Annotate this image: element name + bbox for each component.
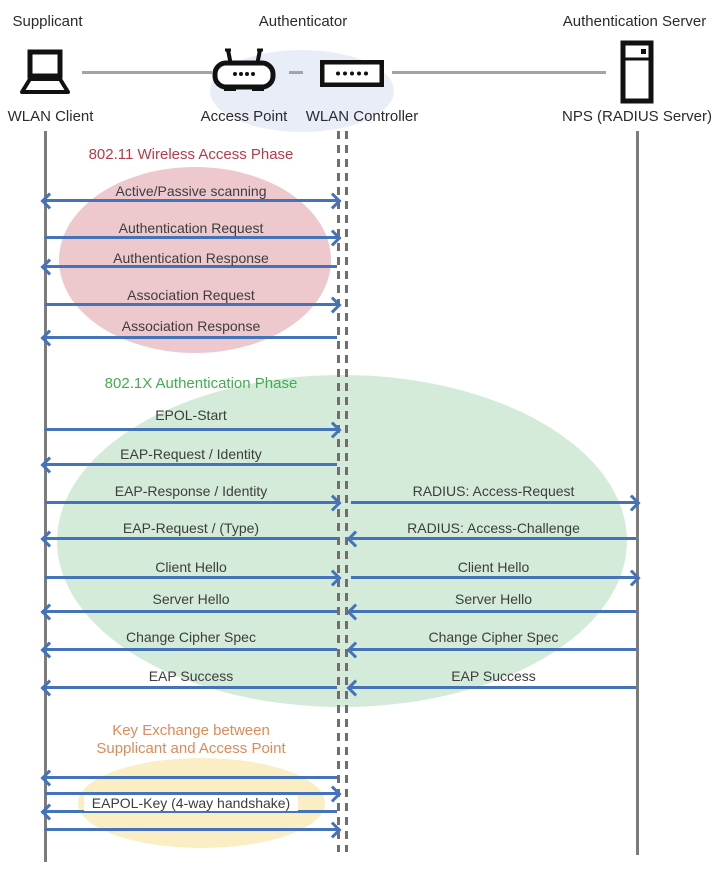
label-active-passive-scanning: Active/Passive scanning xyxy=(115,183,267,199)
arrow-change-cipher-spec xyxy=(45,648,337,651)
arrow-radius-access-challenge xyxy=(351,537,636,540)
connector-controller-to-server xyxy=(392,71,606,74)
arrow-radius-access-request xyxy=(351,501,636,504)
arrow-eapol-key-msg3 xyxy=(45,810,337,813)
wireless-access-phase-ellipse xyxy=(59,167,331,353)
phase-title-key-exchange-line2: Supplicant and Access Point xyxy=(96,740,286,757)
arrow-change-cipher-spec-radius xyxy=(351,648,636,651)
wireless-router-icon xyxy=(212,47,276,93)
label-radius-access-challenge: RADIUS: Access-Challenge xyxy=(407,520,580,536)
label-authentication-response: Authentication Response xyxy=(113,250,269,266)
label-association-response: Association Response xyxy=(121,318,261,334)
arrow-active-passive-scanning xyxy=(45,199,337,202)
arrow-client-hello-radius xyxy=(351,576,636,579)
label-client-hello: Client Hello xyxy=(155,559,227,575)
arrow-authentication-request xyxy=(45,236,337,239)
label-eap-request-identity: EAP-Request / Identity xyxy=(120,446,262,462)
phase-title-dot1x-authentication: 802.1X Authentication Phase xyxy=(104,375,298,392)
phase-title-key-exchange-line1: Key Exchange between xyxy=(112,722,270,739)
switch-icon xyxy=(320,60,384,87)
label-server-hello-radius: Server Hello xyxy=(454,591,533,607)
arrow-eap-success-radius xyxy=(351,686,636,689)
laptop-icon xyxy=(13,48,77,96)
arrow-eap-response-identity xyxy=(45,501,337,504)
label-eapol-key-handshake: EAPOL-Key (4-way handshake) xyxy=(45,794,337,812)
connector-client-to-ap xyxy=(82,71,212,74)
label-radius-access-request: RADIUS: Access-Request xyxy=(412,483,575,499)
label-client-hello-radius: Client Hello xyxy=(457,559,530,575)
node-label-wlan-client: WLAN Client xyxy=(7,108,94,125)
arrow-eap-request-type xyxy=(45,537,337,540)
arrow-eapol-key-msg1 xyxy=(45,776,337,779)
node-label-access-point: Access Point xyxy=(200,108,288,125)
lifeline-wlan-client xyxy=(44,131,47,862)
label-authentication-request: Authentication Request xyxy=(118,220,264,236)
role-supplicant: Supplicant xyxy=(12,13,83,30)
node-label-nps-radius-server: NPS (RADIUS Server) xyxy=(561,108,713,125)
lifeline-wlan-controller-dashed xyxy=(345,131,348,852)
lifeline-radius-server xyxy=(636,131,639,855)
label-change-cipher-spec: Change Cipher Spec xyxy=(126,629,256,645)
label-server-hello: Server Hello xyxy=(152,591,230,607)
arrow-eap-success xyxy=(45,686,337,689)
phase-title-wireless-access: 802.11 Wireless Access Phase xyxy=(88,146,294,163)
lifeline-access-point-dashed xyxy=(337,131,340,852)
label-change-cipher-spec-radius: Change Cipher Spec xyxy=(428,629,559,645)
server-tower-icon xyxy=(620,40,654,104)
arrow-server-hello-radius xyxy=(351,610,636,613)
label-eap-success-radius: EAP Success xyxy=(451,668,536,684)
label-eap-request-type: EAP-Request / (Type) xyxy=(122,520,260,536)
role-authenticator: Authenticator xyxy=(258,13,348,30)
arrow-eap-request-identity xyxy=(45,463,337,466)
arrow-client-hello xyxy=(45,576,337,579)
label-epol-start: EPOL-Start xyxy=(155,407,227,423)
dot1x-authentication-phase-ellipse xyxy=(57,375,627,707)
arrow-eapol-key-msg4 xyxy=(45,828,337,831)
label-eap-success: EAP Success xyxy=(148,668,234,684)
arrow-authentication-response xyxy=(45,265,337,268)
arrow-epol-start xyxy=(45,428,337,431)
node-label-wlan-controller: WLAN Controller xyxy=(305,108,419,125)
connector-ap-to-controller xyxy=(289,71,303,74)
label-association-request: Association Request xyxy=(127,287,255,303)
arrow-association-request xyxy=(45,303,337,306)
arrow-association-response xyxy=(45,336,337,339)
arrow-eapol-key-msg2 xyxy=(45,792,337,795)
label-eap-response-identity: EAP-Response / Identity xyxy=(114,483,268,499)
role-authentication-server: Authentication Server xyxy=(562,13,707,30)
arrow-server-hello xyxy=(45,610,337,613)
